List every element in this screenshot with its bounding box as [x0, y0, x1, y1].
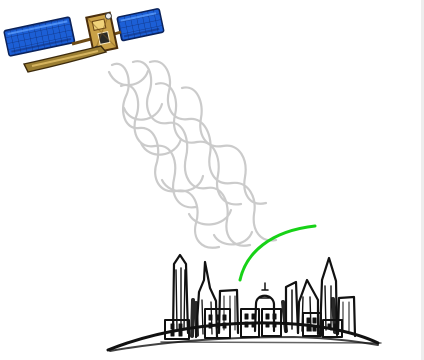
building-dome	[255, 296, 274, 331]
signal-beam	[109, 61, 276, 248]
left-solar-panel	[4, 17, 75, 56]
right-solar-panel	[117, 8, 164, 40]
